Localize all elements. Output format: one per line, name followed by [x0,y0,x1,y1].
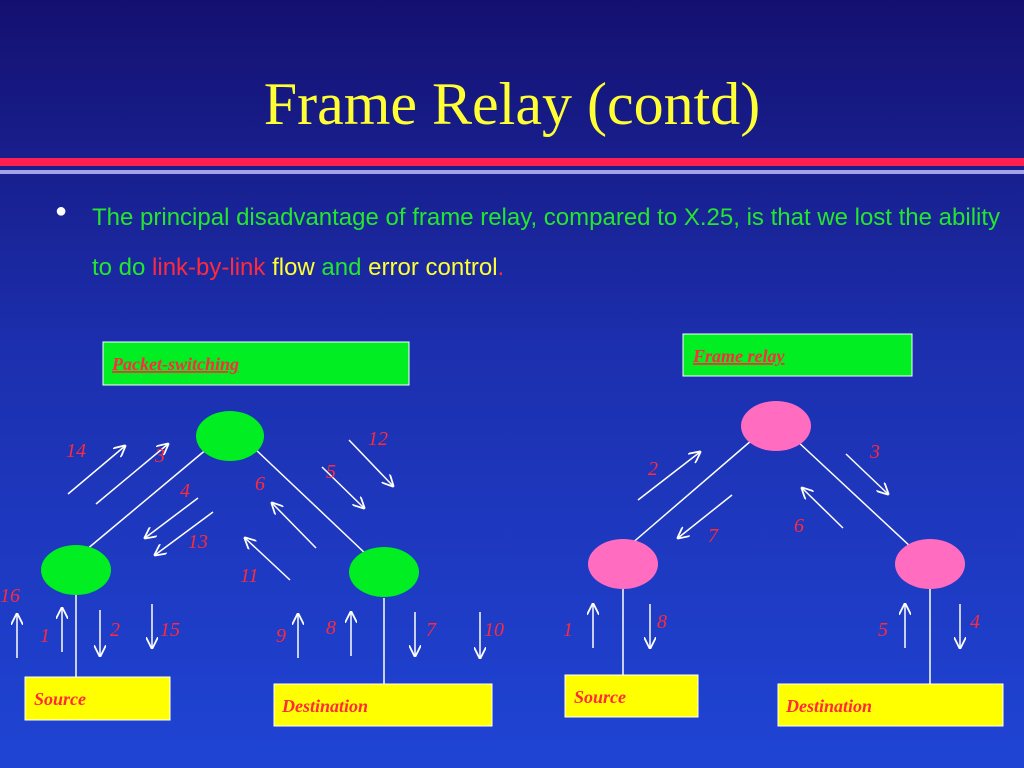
bullet-period: . [497,254,505,281]
fr-destination-box [777,683,1004,727]
ps-number: 8 [326,617,336,639]
ps-number: 16 [0,585,20,607]
bullet-and: and [314,254,369,281]
ps-number: 1 [40,625,50,647]
packet-switching-title: Packet-switching [111,354,239,374]
router-node-top [196,411,264,461]
fr-number: 7 [708,525,719,547]
ps-number: 5 [326,461,336,483]
ps-destination-label: Destination [281,696,368,716]
arrow-14 [67,446,125,495]
fr-number: 5 [878,619,888,641]
arrow-12 [348,439,393,486]
fr-node-left [588,539,658,589]
fr-number: 6 [794,515,804,537]
page-title: Frame Relay (contd) [263,71,761,137]
router-node-left [41,545,111,595]
fr-arrow-2 [637,452,700,501]
fr-number: 8 [657,611,667,633]
fr-number: 3 [869,441,880,463]
arrow-4 [145,497,199,538]
fr-node-top [741,401,811,451]
fr-arrow-6 [802,488,844,529]
ps-number: 12 [368,428,388,450]
ps-number: 2 [110,619,120,641]
ps-destination-box [273,683,493,727]
fr-link-top-right [795,439,913,549]
title-divider-lavender [0,170,1024,174]
ps-number: 3 [154,445,165,467]
frame-relay-label-box [682,333,913,377]
fr-number: 4 [970,611,980,633]
ps-number: 7 [426,619,437,641]
ps-number: 10 [484,619,504,641]
fr-number: 2 [648,458,658,480]
fr-arrow-7 [678,494,733,538]
ps-source-box [24,676,171,721]
bullet-error-control: error control [368,254,498,281]
ps-number: 9 [276,625,286,647]
arrow-5 [321,466,364,508]
arrow-11 [245,538,291,581]
frame-relay-diagram: Frame relay 2 7 3 6 1 8 5 4 [563,333,1004,727]
arrow-6 [272,503,317,549]
packet-switching-diagram: Packet-switching [0,341,504,727]
bullet-text: The principal disadvantage of frame rela… [92,193,1002,293]
ps-number: 15 [160,619,180,641]
ps-number: 4 [180,480,190,502]
ps-number: 14 [66,440,86,462]
title-divider-red [0,158,1024,166]
bullet-flow: flow [272,254,315,281]
bullet-text-part1: The principal disadvantage of frame rela… [92,204,1001,281]
ps-number: 11 [240,565,259,587]
arrow-13 [155,511,214,555]
link-top-left [85,447,209,551]
ps-source-label: Source [34,689,86,709]
packet-switching-label-box [102,341,410,386]
bullet-dot-icon: ● [55,200,68,222]
arrow-3 [95,444,168,505]
ps-number: 6 [255,473,265,495]
fr-node-right [895,539,965,589]
ps-number: 13 [188,531,208,553]
router-node-right [349,547,419,597]
fr-destination-label: Destination [785,696,872,716]
fr-source-label: Source [574,687,626,707]
link-top-right [253,447,369,557]
fr-link-top-left [629,439,753,546]
fr-number: 1 [563,619,573,641]
fr-source-box [564,674,699,718]
bullet-link-by-link: link-by-link [152,254,266,281]
fr-arrow-3 [845,453,888,494]
frame-relay-title: Frame relay [692,346,785,366]
